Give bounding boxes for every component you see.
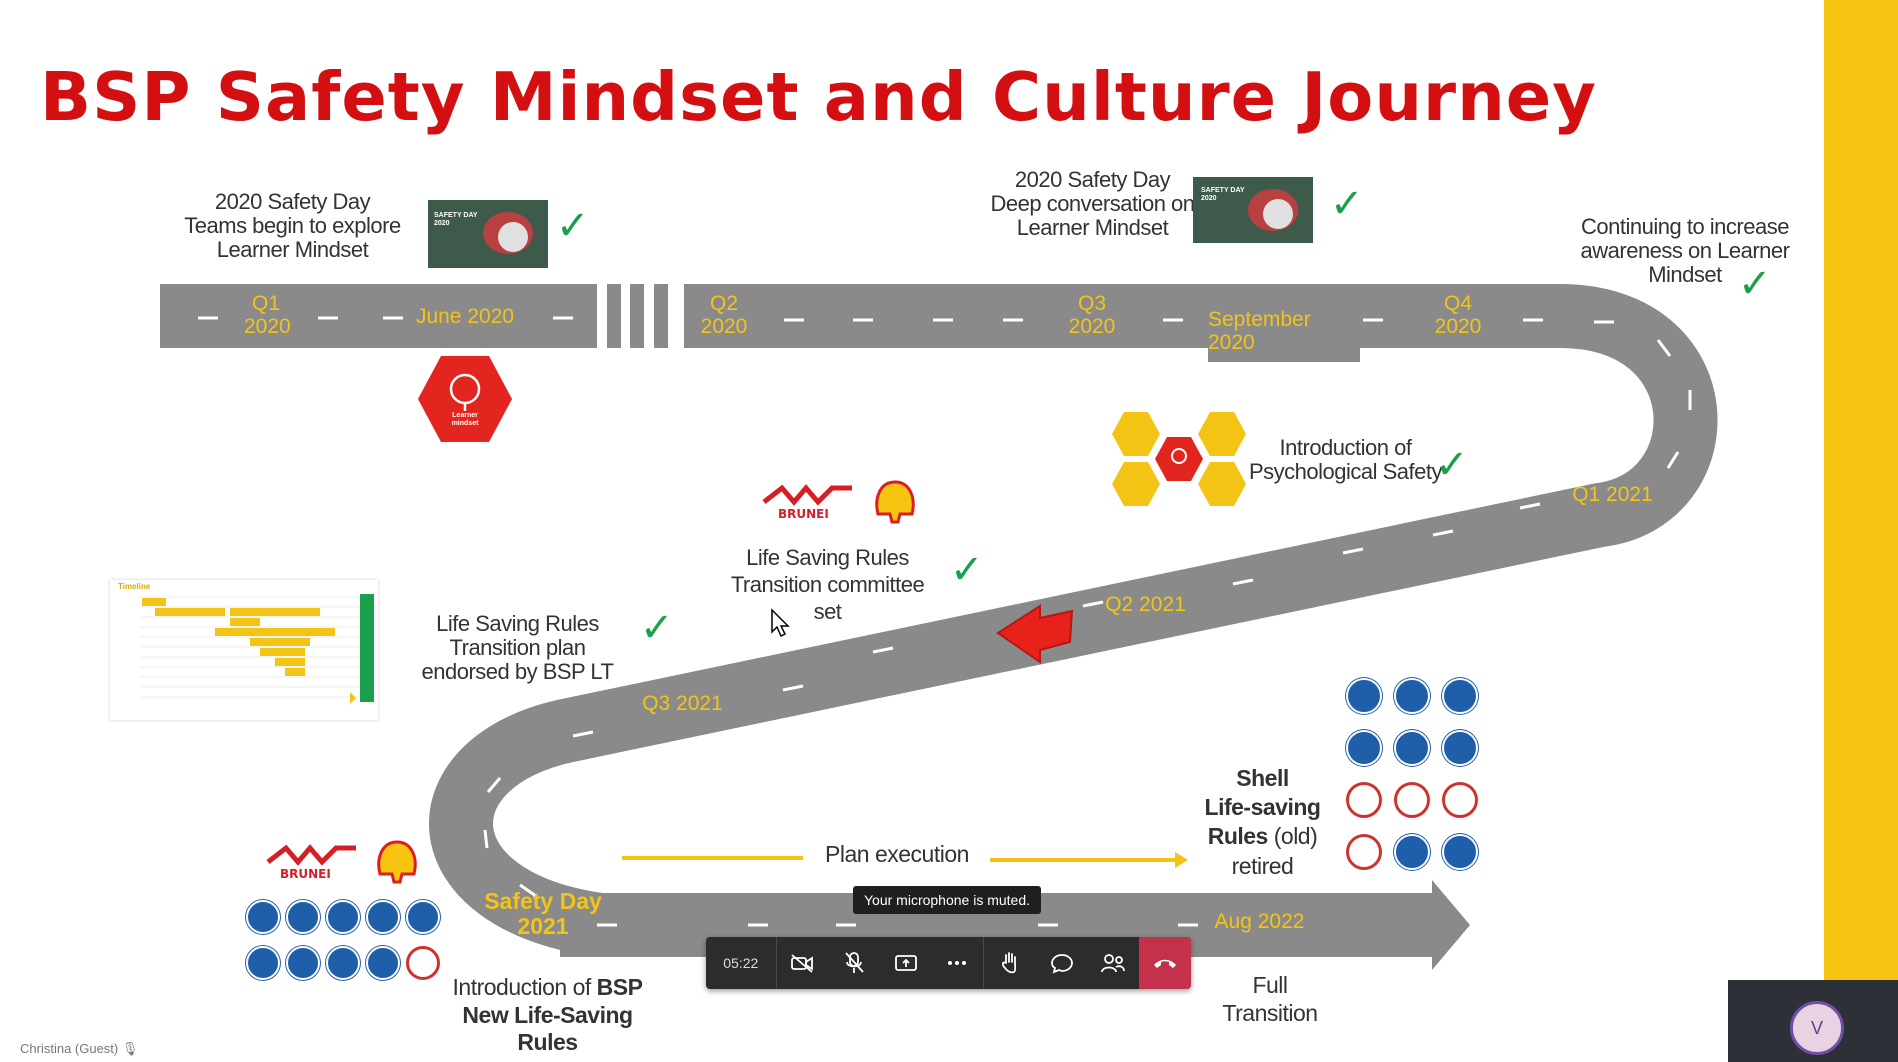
share-screen-button[interactable] <box>880 937 932 989</box>
milestone-psych-safety: Introduction of Psychological Safety <box>1249 435 1443 485</box>
mic-off-icon <box>845 952 864 973</box>
road-gap-bar <box>654 284 668 348</box>
no-alcohol-icon <box>1346 782 1382 818</box>
mouse-cursor-icon <box>771 608 790 638</box>
mic-off-icon: 🎙 <box>121 1041 139 1056</box>
chat-icon <box>1050 954 1073 974</box>
more-icon <box>948 961 967 965</box>
brunei-shell-logo: BRUNEI <box>760 480 920 526</box>
lsr-icon <box>246 946 280 980</box>
mic-toggle-button[interactable] <box>828 937 880 989</box>
share-icon <box>894 955 917 971</box>
road-gap-bar <box>607 284 621 348</box>
people-icon <box>1101 954 1126 973</box>
road-curve-main <box>429 284 1718 957</box>
lsr-icon <box>286 946 320 980</box>
milestone-safety-day-2020-deep: 2020 Safety Day Deep conversation on Lea… <box>990 167 1195 241</box>
camera-off-icon <box>791 954 814 973</box>
hang-up-icon <box>1154 959 1177 968</box>
new-lsr-icons-grid <box>246 900 442 982</box>
label-q2-2021: Q2 2021 <box>1105 593 1186 616</box>
label-aug-2022: Aug 2022 <box>1214 910 1305 933</box>
participant-name-label: Christina (Guest) 🎙 <box>20 1041 139 1056</box>
no-phone-icon <box>1442 782 1478 818</box>
permit-icon <box>1346 678 1382 714</box>
meeting-toolbar: 05:22 <box>706 937 1191 989</box>
milestone-safety-day-2020-explore: 2020 Safety Day Teams begin to explore L… <box>184 189 401 263</box>
slide-title: BSP Safety Mindset and Culture Journey <box>40 58 1597 136</box>
milestone-lsr-committee: Life Saving Rules Transition committee s… <box>730 545 925 624</box>
camera-toggle-button[interactable] <box>777 937 829 989</box>
lsr-icon <box>406 900 440 934</box>
direction-arrow-red <box>996 604 1074 664</box>
chat-button[interactable] <box>1036 937 1088 989</box>
journey-icon <box>1442 834 1478 870</box>
label-june-2020: June 2020 <box>415 305 515 328</box>
old-lsr-icons-grid <box>1346 678 1478 874</box>
seatbelt-icon <box>1394 834 1430 870</box>
milestone-plan-execution: Plan execution <box>825 841 969 867</box>
plan-arrow-head <box>1175 852 1188 868</box>
no-phone-icon <box>406 946 440 980</box>
milestone-lsr-plan: Life Saving Rules Transition plan endors… <box>421 611 614 685</box>
no-smoking-icon <box>1394 782 1430 818</box>
check-icon: ✓ <box>1738 261 1772 307</box>
road-arrow-head <box>1432 880 1470 970</box>
lsr-icon <box>366 946 400 980</box>
work-at-height-icon <box>1394 730 1430 766</box>
hang-up-button[interactable] <box>1139 937 1191 989</box>
slide-yellow-sidebar <box>1824 0 1898 1062</box>
energy-isolation-icon <box>1394 678 1430 714</box>
lsr-icon <box>366 900 400 934</box>
timeline-gantt-thumbnail: Timeline <box>110 580 378 720</box>
lsr-icon <box>326 900 360 934</box>
road-segment-top-left <box>160 284 597 348</box>
road-segment-top-right <box>684 284 1564 348</box>
check-icon: ✓ <box>1330 181 1364 227</box>
check-icon: ✓ <box>556 203 590 249</box>
milestone-full-transition: Full Transition <box>1222 972 1318 1026</box>
gas-test-icon <box>1346 730 1382 766</box>
lsr-icon <box>246 900 280 934</box>
lifting-icon <box>1442 730 1478 766</box>
check-icon: ✓ <box>950 547 984 593</box>
label-q1-2021: Q1 2021 <box>1572 483 1653 506</box>
psych-safety-honeycomb <box>1112 412 1246 506</box>
lsr-icon <box>326 946 360 980</box>
road-gap-bar <box>630 284 644 348</box>
milestone-shell-lsr-retired: Shell Life-saving Rules (old) retired <box>1204 765 1321 879</box>
mic-muted-tooltip: Your microphone is muted. <box>853 886 1042 914</box>
label-q3-2021: Q3 2021 <box>642 692 723 715</box>
shell-pecten-icon <box>377 840 417 884</box>
road-september-block <box>1208 340 1360 362</box>
no-speeding-icon <box>1346 834 1382 870</box>
participants-button[interactable] <box>1088 937 1140 989</box>
meeting-timer: 05:22 <box>706 937 777 989</box>
brunei-shell-logo: BRUNEI <box>266 840 426 886</box>
more-actions-button[interactable] <box>932 937 984 989</box>
milestone-continuing-awareness: Continuing to increase awareness on Lear… <box>1580 214 1790 288</box>
lsr-icon <box>286 900 320 934</box>
milestone-intro-bsp-lsr: Introduction of BSP New Life-Saving Rule… <box>452 974 643 1056</box>
avatar[interactable]: V <box>1790 1001 1844 1055</box>
road-graphic <box>160 284 1718 970</box>
check-icon: ✓ <box>640 605 674 651</box>
raise-hand-icon <box>1002 952 1017 974</box>
check-icon: ✓ <box>1435 442 1469 488</box>
confined-space-icon <box>1442 678 1478 714</box>
raise-hand-button[interactable] <box>983 937 1036 989</box>
shell-pecten-icon <box>875 480 915 524</box>
road-dashes <box>198 316 1692 927</box>
